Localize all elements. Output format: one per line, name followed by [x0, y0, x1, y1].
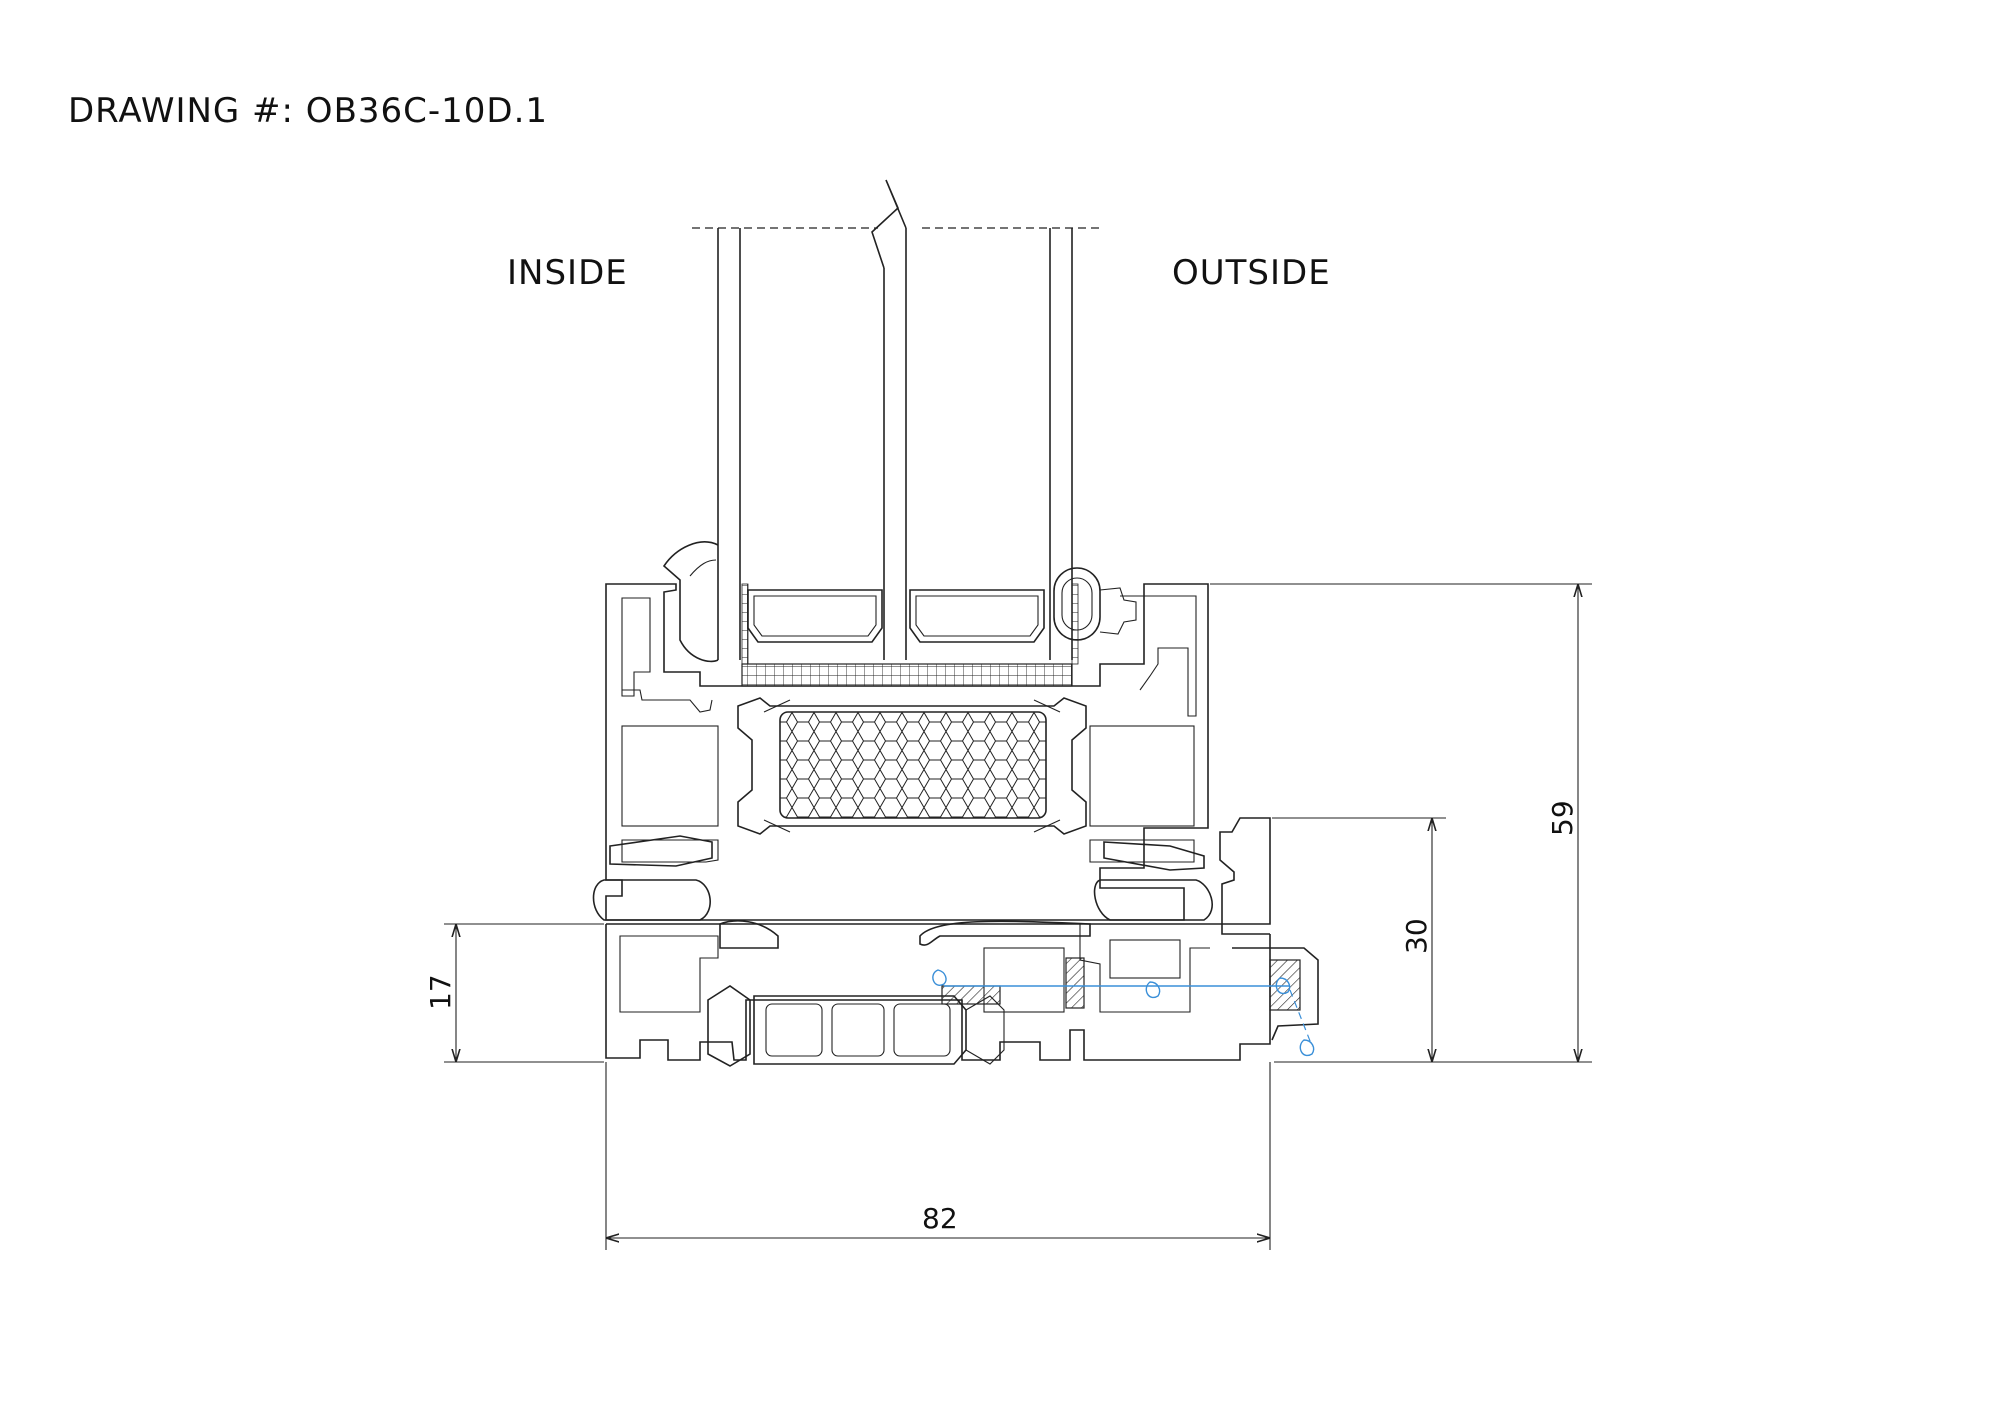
thermal-insert: [737, 697, 1087, 835]
spacer-bars: [741, 583, 1079, 665]
inside-label: INSIDE: [507, 253, 628, 293]
outside-label: OUTSIDE: [1172, 253, 1331, 293]
dimension-width-value: 82: [922, 1202, 958, 1235]
drawing-number: DRAWING #: OB36C-10D.1: [68, 91, 548, 131]
dimension-height-bottom: 17: [424, 923, 604, 1063]
dimension-height-overall: 59: [1210, 583, 1592, 1063]
dimension-height-overall-value: 59: [1546, 800, 1579, 836]
outer-frame: [605, 817, 1319, 1067]
dimension-height-frame-value: 30: [1400, 918, 1433, 954]
sash-seals: [592, 835, 1213, 921]
setting-block: [741, 663, 1073, 687]
dimension-width: 82: [605, 1062, 1271, 1250]
glazing-unit: [692, 179, 1102, 660]
glazing-bead: [662, 541, 719, 663]
sash-profile: [605, 583, 1209, 921]
dimension-height-bottom-value: 17: [424, 974, 457, 1010]
dimension-height-frame: 30: [1272, 817, 1446, 1062]
drainage-path: [932, 969, 1315, 1057]
outer-gasket: [1053, 567, 1137, 641]
